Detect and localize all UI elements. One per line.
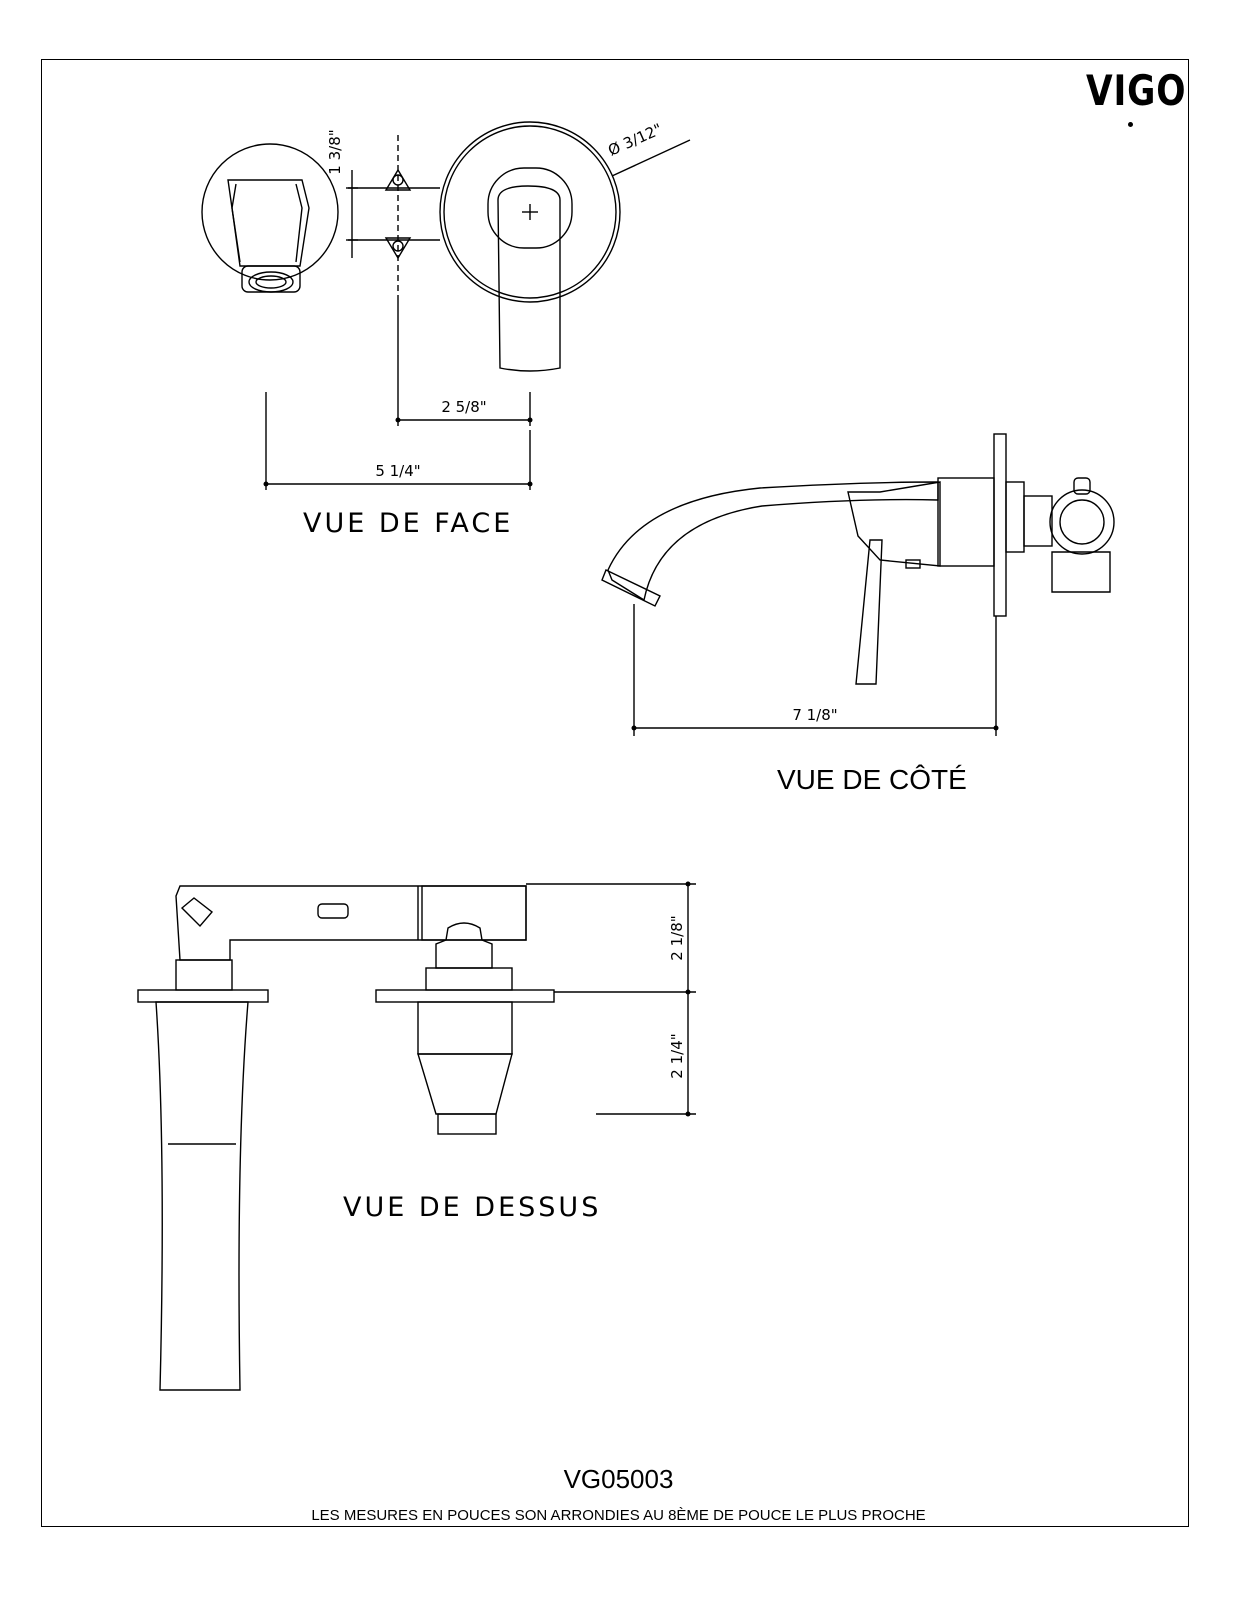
dim-tick-dot (527, 417, 533, 423)
measurement-note: LES MESURES EN POUCES SON ARRONDIES AU 8… (311, 1507, 926, 1524)
diameter-leader (611, 139, 691, 177)
valve-cartridge (417, 1001, 513, 1055)
dim-tick-dot (685, 1111, 691, 1117)
aerator-ring (248, 271, 294, 293)
spout-edge-line (295, 183, 303, 263)
handle-plate (375, 989, 555, 1003)
brand-logo: VIGO (1086, 66, 1187, 115)
dim-label-lower: 2 1/4" (668, 1033, 686, 1078)
handle-collar (425, 967, 513, 991)
spout-edge-line (231, 183, 241, 263)
top-view-drawing (137, 883, 696, 1391)
valve-block (1051, 551, 1111, 593)
dim-label-offset: 2 5/8" (441, 398, 486, 416)
dim-tick-dot (395, 417, 401, 423)
dim-label-width: 5 1/4" (375, 462, 420, 480)
dim-tick-dot (685, 881, 691, 887)
front-view-drawing (201, 121, 691, 490)
spout-arc (607, 481, 939, 602)
valve-stem (1005, 481, 1025, 553)
logo-dot-mark (1128, 122, 1133, 127)
handle-escutcheon (439, 121, 621, 303)
dim-tick-dot (263, 481, 269, 487)
dim-tick-dot (993, 725, 999, 731)
lever-side (855, 539, 883, 685)
top-view-title: VUE DE DESSUS (343, 1192, 602, 1223)
handle-escutcheon-inner (443, 125, 617, 299)
dim-label-diameter: Ø 3/12" (605, 120, 665, 160)
side-view-drawing (601, 433, 1115, 736)
dim-label-height: 1 3/8" (326, 129, 344, 174)
valve-cap (1073, 477, 1091, 495)
sheet-border (41, 59, 1189, 1527)
spout-escutcheon-side (155, 1001, 249, 1391)
spout-neck (175, 959, 233, 991)
spout-escutcheon (201, 143, 339, 281)
aerator-inner (255, 275, 287, 289)
handle-block (421, 885, 527, 941)
spout-tip (601, 569, 661, 607)
dim-label-upper: 2 1/8" (668, 915, 686, 960)
handle-hub (487, 167, 573, 249)
valve-ring (1049, 489, 1115, 555)
side-view-title: VUE DE CÔTÉ (777, 764, 967, 795)
handle-cap (435, 922, 493, 969)
valve-collar (1023, 495, 1053, 547)
model-number: VG05003 (563, 1464, 674, 1494)
dim-arrowheads (263, 417, 999, 1117)
lever-handle (497, 185, 561, 372)
aerator-slot (317, 903, 349, 919)
valve-end (437, 1113, 497, 1135)
dim-tick-dot (631, 725, 637, 731)
valve-ring-inner (1059, 499, 1105, 545)
dim-tick-dot (527, 481, 533, 487)
spout-top-body (175, 885, 527, 961)
wall-plate (993, 433, 1007, 617)
dim-label-length: 7 1/8" (792, 706, 837, 724)
valve-taper (417, 1053, 513, 1115)
spout-top-curve (180, 897, 214, 928)
dim-tick-dot (685, 989, 691, 995)
set-screw (905, 559, 921, 569)
spout-plate (137, 989, 269, 1003)
handle-base-side (847, 481, 941, 567)
valve-body (937, 477, 995, 567)
front-view-title: VUE DE FACE (303, 508, 514, 539)
